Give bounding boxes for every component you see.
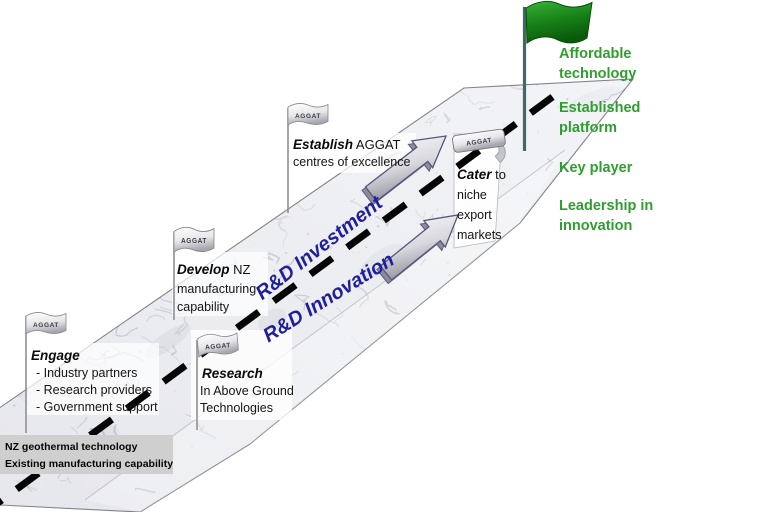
svg-text:Establish AGGAT: Establish AGGAT bbox=[293, 137, 401, 152]
develop-text-backing bbox=[172, 252, 268, 316]
engage-milestone: Engage - Industry partners - Research pr… bbox=[31, 348, 158, 414]
road-centre-dashed-line bbox=[0, 90, 561, 506]
research-line: Technologies bbox=[200, 401, 273, 415]
establish-suffix: AGGAT bbox=[353, 137, 400, 152]
cater-suffix: to bbox=[492, 167, 506, 182]
develop-flagpole: AGGAT bbox=[173, 226, 215, 320]
engage-item: - Industry partners bbox=[36, 366, 137, 380]
aggat-flag-icon: AGGAT bbox=[173, 226, 215, 253]
goal-platform: Established bbox=[559, 100, 640, 116]
svg-text:AGGAT: AGGAT bbox=[295, 113, 321, 120]
establish-line: centres of excellence bbox=[293, 155, 410, 169]
engage-item: - Research providers bbox=[36, 383, 152, 397]
baseline-line: NZ geothermal technology bbox=[5, 441, 138, 453]
upper-arrow-icon bbox=[361, 135, 448, 206]
aggat-flag-icon: AGGAT bbox=[25, 311, 67, 335]
establish-flagpole: AGGAT bbox=[287, 102, 329, 213]
cater-line: markets bbox=[457, 228, 501, 242]
develop-line: manufacturing bbox=[177, 282, 256, 296]
develop-title: Develop bbox=[177, 262, 230, 277]
svg-text:AGGAT: AGGAT bbox=[205, 342, 232, 351]
svg-text:AGGAT: AGGAT bbox=[466, 137, 493, 148]
establish-title: Establish bbox=[293, 137, 353, 152]
baseline-line: Existing manufacturing capability bbox=[5, 458, 173, 470]
summit-goals: Affordable technology Established platfo… bbox=[559, 46, 653, 234]
research-flagpole: AGGAT bbox=[196, 331, 240, 430]
research-title: Research bbox=[202, 366, 263, 381]
svg-text:AGGAT: AGGAT bbox=[33, 322, 59, 329]
aggat-flag-icon: AGGAT bbox=[287, 102, 329, 126]
aggat-banner-icon: AGGAT bbox=[452, 128, 506, 164]
cater-line: niche bbox=[457, 188, 487, 202]
goal-leadership: Leadership in bbox=[559, 198, 653, 214]
cater-title: Cater bbox=[457, 167, 492, 182]
goal-platform: platform bbox=[559, 120, 617, 136]
lower-arrow-icon bbox=[376, 214, 460, 285]
engage-item: - Government support bbox=[36, 400, 158, 414]
svg-text:AGGAT: AGGAT bbox=[181, 238, 207, 245]
research-line: In Above Ground bbox=[200, 384, 294, 398]
engage-title: Engage bbox=[31, 348, 80, 363]
establish-milestone: Establish AGGAT centres of excellence bbox=[293, 137, 410, 169]
develop-suffix: NZ bbox=[230, 262, 251, 277]
goal-leadership: innovation bbox=[559, 218, 632, 234]
goal-affordable: Affordable bbox=[559, 46, 632, 62]
cater-line: export bbox=[457, 208, 492, 222]
aggat-flag-icon: AGGAT bbox=[196, 331, 240, 358]
develop-milestone: Develop NZ manufacturing capability bbox=[177, 262, 256, 314]
green-flag-icon bbox=[525, 0, 593, 44]
engage-flagpole: AGGAT bbox=[25, 311, 67, 433]
research-milestone: Research In Above Ground Technologies bbox=[200, 366, 294, 415]
develop-line: capability bbox=[177, 300, 230, 314]
svg-text:Cater to: Cater to bbox=[457, 167, 506, 182]
cater-milestone: Cater to niche export markets bbox=[457, 167, 506, 242]
summit-flagpole bbox=[522, 0, 593, 151]
baseline-box: NZ geothermal technology Existing manufa… bbox=[0, 435, 173, 474]
goal-affordable: technology bbox=[559, 66, 636, 82]
goal-key-player: Key player bbox=[559, 160, 633, 176]
svg-text:Develop NZ: Develop NZ bbox=[177, 262, 251, 277]
